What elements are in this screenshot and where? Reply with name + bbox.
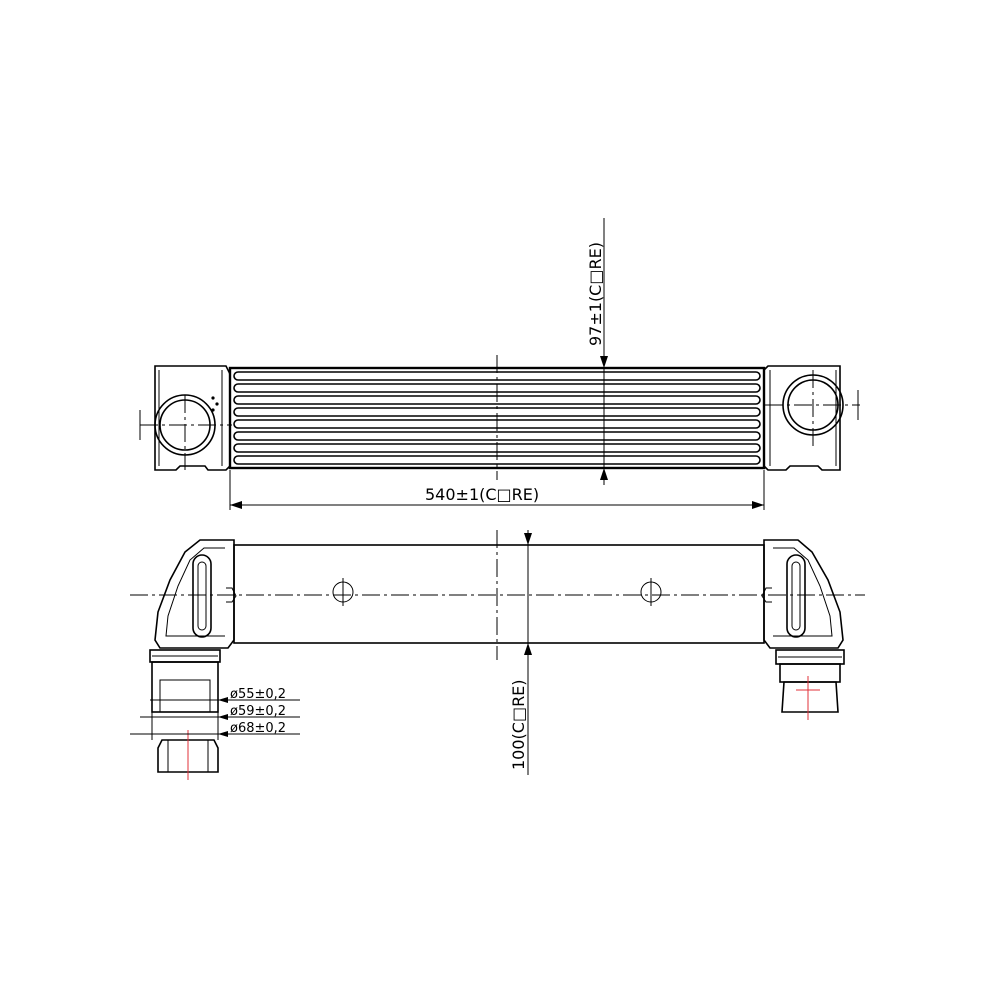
right-tank-front xyxy=(761,539,845,720)
left-tank-front xyxy=(149,539,237,713)
top-view: 97±1(C□RE) 540±1(C□RE) xyxy=(139,218,860,510)
core-height-label: 97±1(C□RE) xyxy=(586,242,605,346)
core-length-label: 540±1(C□RE) xyxy=(425,485,539,504)
front-view: 100(C□RE) ø55±0,2 ø59±0,2 ø68±0,2 xyxy=(130,530,865,780)
diameter-68-label: ø68±0,2 xyxy=(230,721,286,736)
left-spigot-end xyxy=(157,730,219,780)
diameter-59-label: ø59±0,2 xyxy=(230,704,286,719)
dim-core-height: 97±1(C□RE) xyxy=(586,218,608,485)
core-top xyxy=(228,355,766,480)
right-tank-top xyxy=(763,365,860,471)
diameter-callouts: ø55±0,2 ø59±0,2 ø68±0,2 xyxy=(130,686,300,740)
diameter-55-label: ø55±0,2 xyxy=(230,687,286,702)
dim-core-length: 540±1(C□RE) xyxy=(229,470,765,510)
left-tank-top xyxy=(139,365,232,471)
core-front xyxy=(233,544,765,644)
core-depth-label: 100(C□RE) xyxy=(509,679,528,770)
dim-core-depth: 100(C□RE) xyxy=(509,530,532,775)
